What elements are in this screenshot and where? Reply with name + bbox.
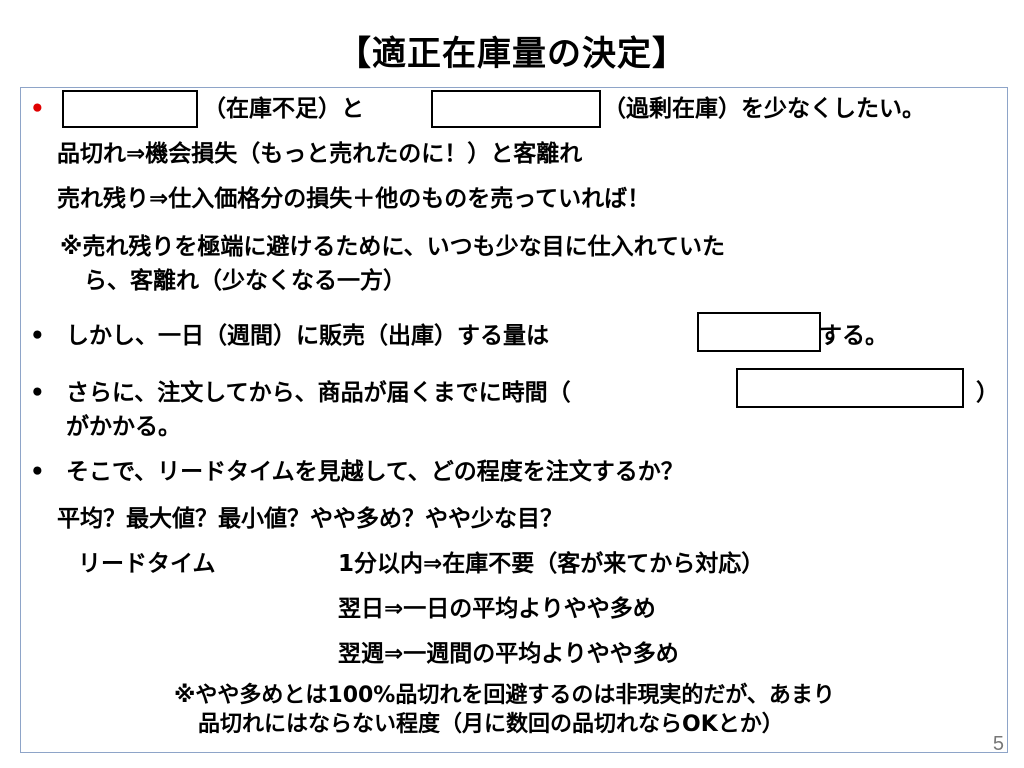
blank-box-1 bbox=[62, 90, 198, 128]
blank-box-3 bbox=[697, 312, 821, 352]
bullet-1: • bbox=[30, 96, 45, 122]
text-sales-volume: しかし、一日（週間）に販売（出庫）する量は bbox=[66, 323, 549, 349]
lead-time-3: 翌週⇒一週間の平均よりやや多め bbox=[338, 641, 679, 667]
blank-box-4 bbox=[736, 368, 964, 408]
content-frame bbox=[20, 87, 1008, 753]
text-order-close: ） bbox=[976, 380, 999, 406]
text-lead-question: そこで、リードタイムを見越して、どの程度を注文するか？ bbox=[66, 459, 684, 485]
text-sales-suffix: する。 bbox=[819, 323, 888, 349]
footnote-2: 品切れにはならない程度（月に数回の品切れならOKとか） bbox=[198, 712, 784, 737]
bullet-4: • bbox=[30, 459, 45, 485]
bullet-2: • bbox=[30, 323, 45, 349]
page-number: 5 bbox=[992, 733, 1004, 755]
text-order-time: さらに、注文してから、商品が届くまでに時間（ bbox=[66, 380, 571, 406]
bullet-3: • bbox=[30, 380, 45, 406]
text-excess: （過剰在庫）を少なくしたい。 bbox=[603, 96, 925, 122]
footnote-1: ※やや多めとは100%品切れを回避するのは非現実的だが、あまり bbox=[174, 683, 835, 708]
lead-time-2: 翌日⇒一日の平均よりやや多め bbox=[338, 596, 656, 622]
text-shortage: （在庫不足）と bbox=[203, 96, 364, 122]
text-leftover: 売れ残り⇒仕入価格分の損失＋他のものを売っていれば！ bbox=[57, 186, 651, 212]
text-note-a: ※売れ残りを極端に避けるために、いつも少な目に仕入れていた bbox=[60, 234, 725, 260]
text-takes-time: がかかる。 bbox=[66, 414, 181, 440]
slide-title: 【適正在庫量の決定】 bbox=[337, 34, 687, 74]
text-note-b: ら、客離れ（少なくなる一方） bbox=[84, 268, 406, 294]
lead-time-1: 1分以内⇒在庫不要（客が来てから対応） bbox=[338, 551, 765, 577]
blank-box-2 bbox=[431, 90, 601, 128]
lead-time-label: リードタイム bbox=[78, 551, 216, 577]
text-stockout: 品切れ⇒機会損失（もっと売れたのに！）と客離れ bbox=[57, 141, 583, 167]
text-options: 平均？最大値？最小値？やや多め？やや少な目？ bbox=[57, 506, 563, 532]
